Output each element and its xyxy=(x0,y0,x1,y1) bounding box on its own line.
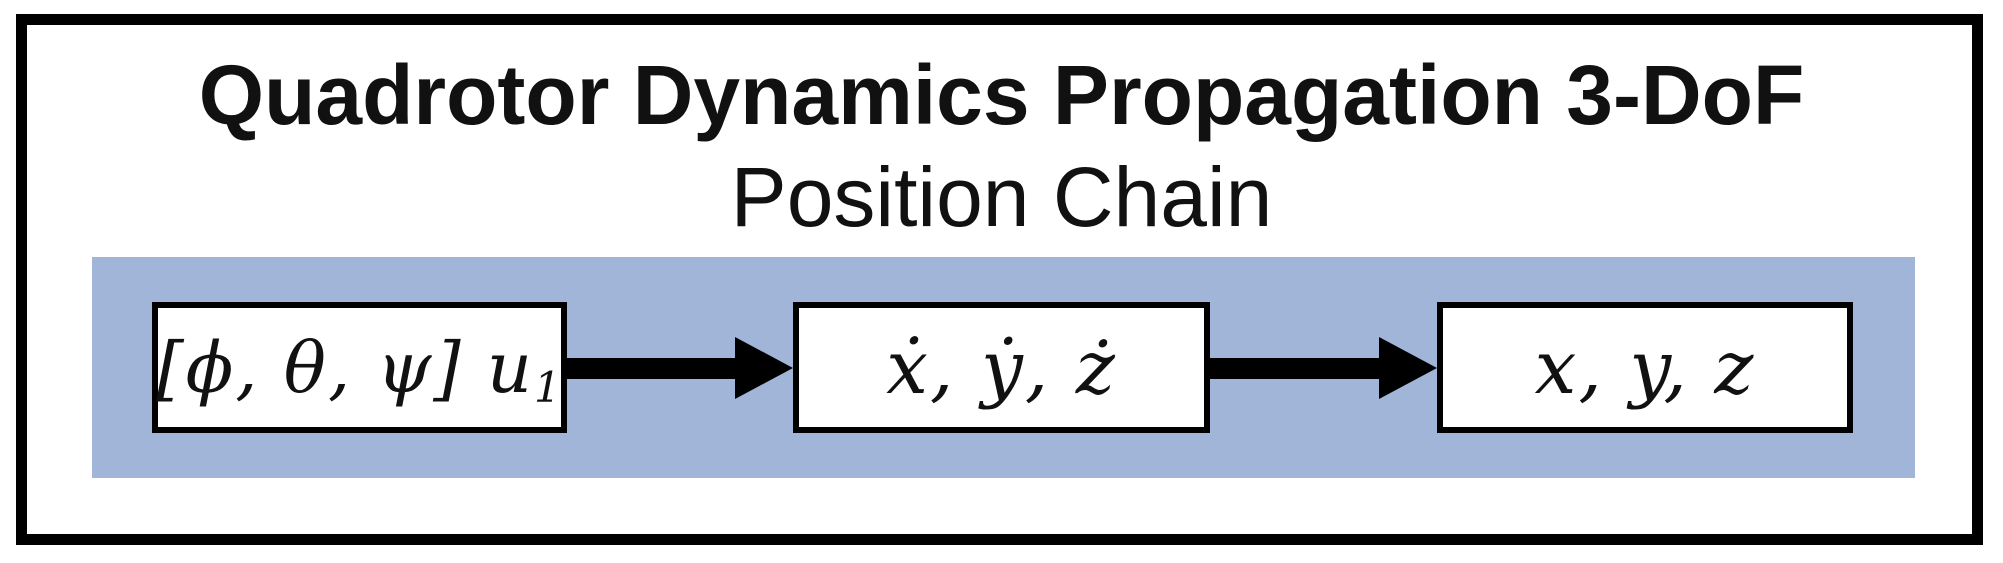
node-velocity-state-label: ẋ, ẏ, ż xyxy=(886,324,1117,411)
node-velocity-state-box: ẋ, ẏ, ż xyxy=(793,302,1210,433)
u1-subscript: 1 xyxy=(534,363,563,412)
arrow-right-icon xyxy=(1210,337,1437,399)
title-block: Quadrotor Dynamics Propagation 3-DoF Pos… xyxy=(0,44,2003,248)
arrow-shaft xyxy=(567,357,735,379)
arrow-shaft xyxy=(1210,357,1379,379)
arrow-head xyxy=(735,337,793,399)
node-position-state-box: x, y, z xyxy=(1437,302,1853,433)
node-attitude-thrust-input-label: [ϕ, θ, ψ] u1 xyxy=(156,326,563,412)
diagram-title: Quadrotor Dynamics Propagation 3-DoF xyxy=(198,48,1805,142)
node-attitude-thrust-input-box: [ϕ, θ, ψ] u1 xyxy=(152,302,567,433)
diagram-subtitle: Position Chain xyxy=(730,150,1273,244)
node-position-state-label: x, y, z xyxy=(1534,324,1756,411)
arrow-head xyxy=(1379,337,1437,399)
arrow-right-icon xyxy=(567,337,793,399)
